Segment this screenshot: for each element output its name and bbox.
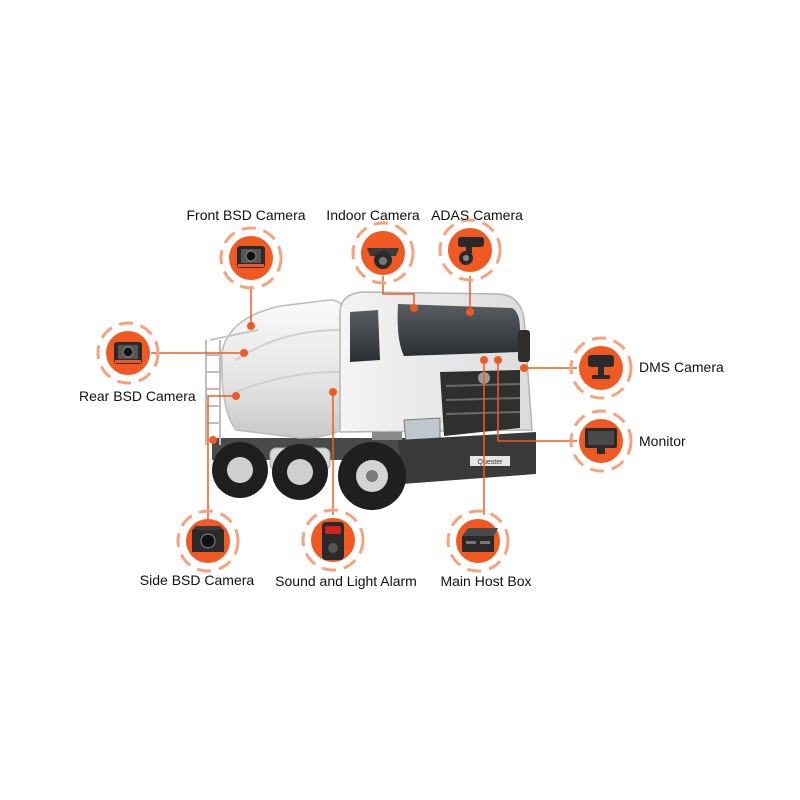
rear-bsd-camera-badge xyxy=(96,321,160,385)
box-camera-icon xyxy=(237,246,265,268)
sound-light-alarm-badge xyxy=(301,508,365,572)
front-bsd-camera-badge xyxy=(219,226,283,290)
box-camera-icon xyxy=(114,342,142,364)
line-indoor xyxy=(382,276,415,308)
main-host-box-label: Main Host Box xyxy=(440,573,532,589)
connector-dots xyxy=(209,304,528,444)
wheels xyxy=(212,442,406,510)
adas-camera-label: ADAS Camera xyxy=(431,207,523,223)
adas-camera-badge xyxy=(438,218,502,282)
line-monitor xyxy=(497,360,577,442)
side-mirror xyxy=(518,330,530,362)
monitor-badge xyxy=(569,409,633,473)
concrete-mixer-truck: Quester xyxy=(205,291,536,510)
truck-badge: Quester xyxy=(478,459,504,466)
cab-step xyxy=(372,432,402,440)
rear-bsd-camera-label: Rear BSD Camera xyxy=(79,388,196,404)
alarm-icon xyxy=(322,522,344,560)
connector-lines xyxy=(151,276,577,530)
adas-camera-icon xyxy=(458,237,484,265)
front-bumper xyxy=(398,432,536,484)
line-side-bsd xyxy=(207,395,236,530)
indoor-camera-badge xyxy=(351,221,415,285)
indoor-camera-label: Indoor Camera xyxy=(326,207,420,223)
side-camera-icon xyxy=(192,526,224,552)
host-box-icon xyxy=(462,528,498,552)
front-bsd-camera-label: Front BSD Camera xyxy=(186,207,306,223)
side-bsd-camera-badge xyxy=(176,509,240,573)
dms-camera-label: DMS Camera xyxy=(639,359,724,375)
side-window xyxy=(350,310,380,362)
monitor-icon xyxy=(585,428,617,454)
dome-camera-icon xyxy=(367,248,399,269)
monitor-label: Monitor xyxy=(639,433,686,449)
main-host-box-badge xyxy=(446,509,510,573)
dms-camera-icon xyxy=(588,355,614,379)
windshield xyxy=(397,304,520,356)
rear-ladder xyxy=(205,340,221,445)
dms-camera-badge xyxy=(569,336,633,400)
badge-plate xyxy=(470,456,510,466)
side-bsd-camera-label: Side BSD Camera xyxy=(139,572,255,588)
sound-light-alarm-label: Sound and Light Alarm xyxy=(275,573,417,589)
